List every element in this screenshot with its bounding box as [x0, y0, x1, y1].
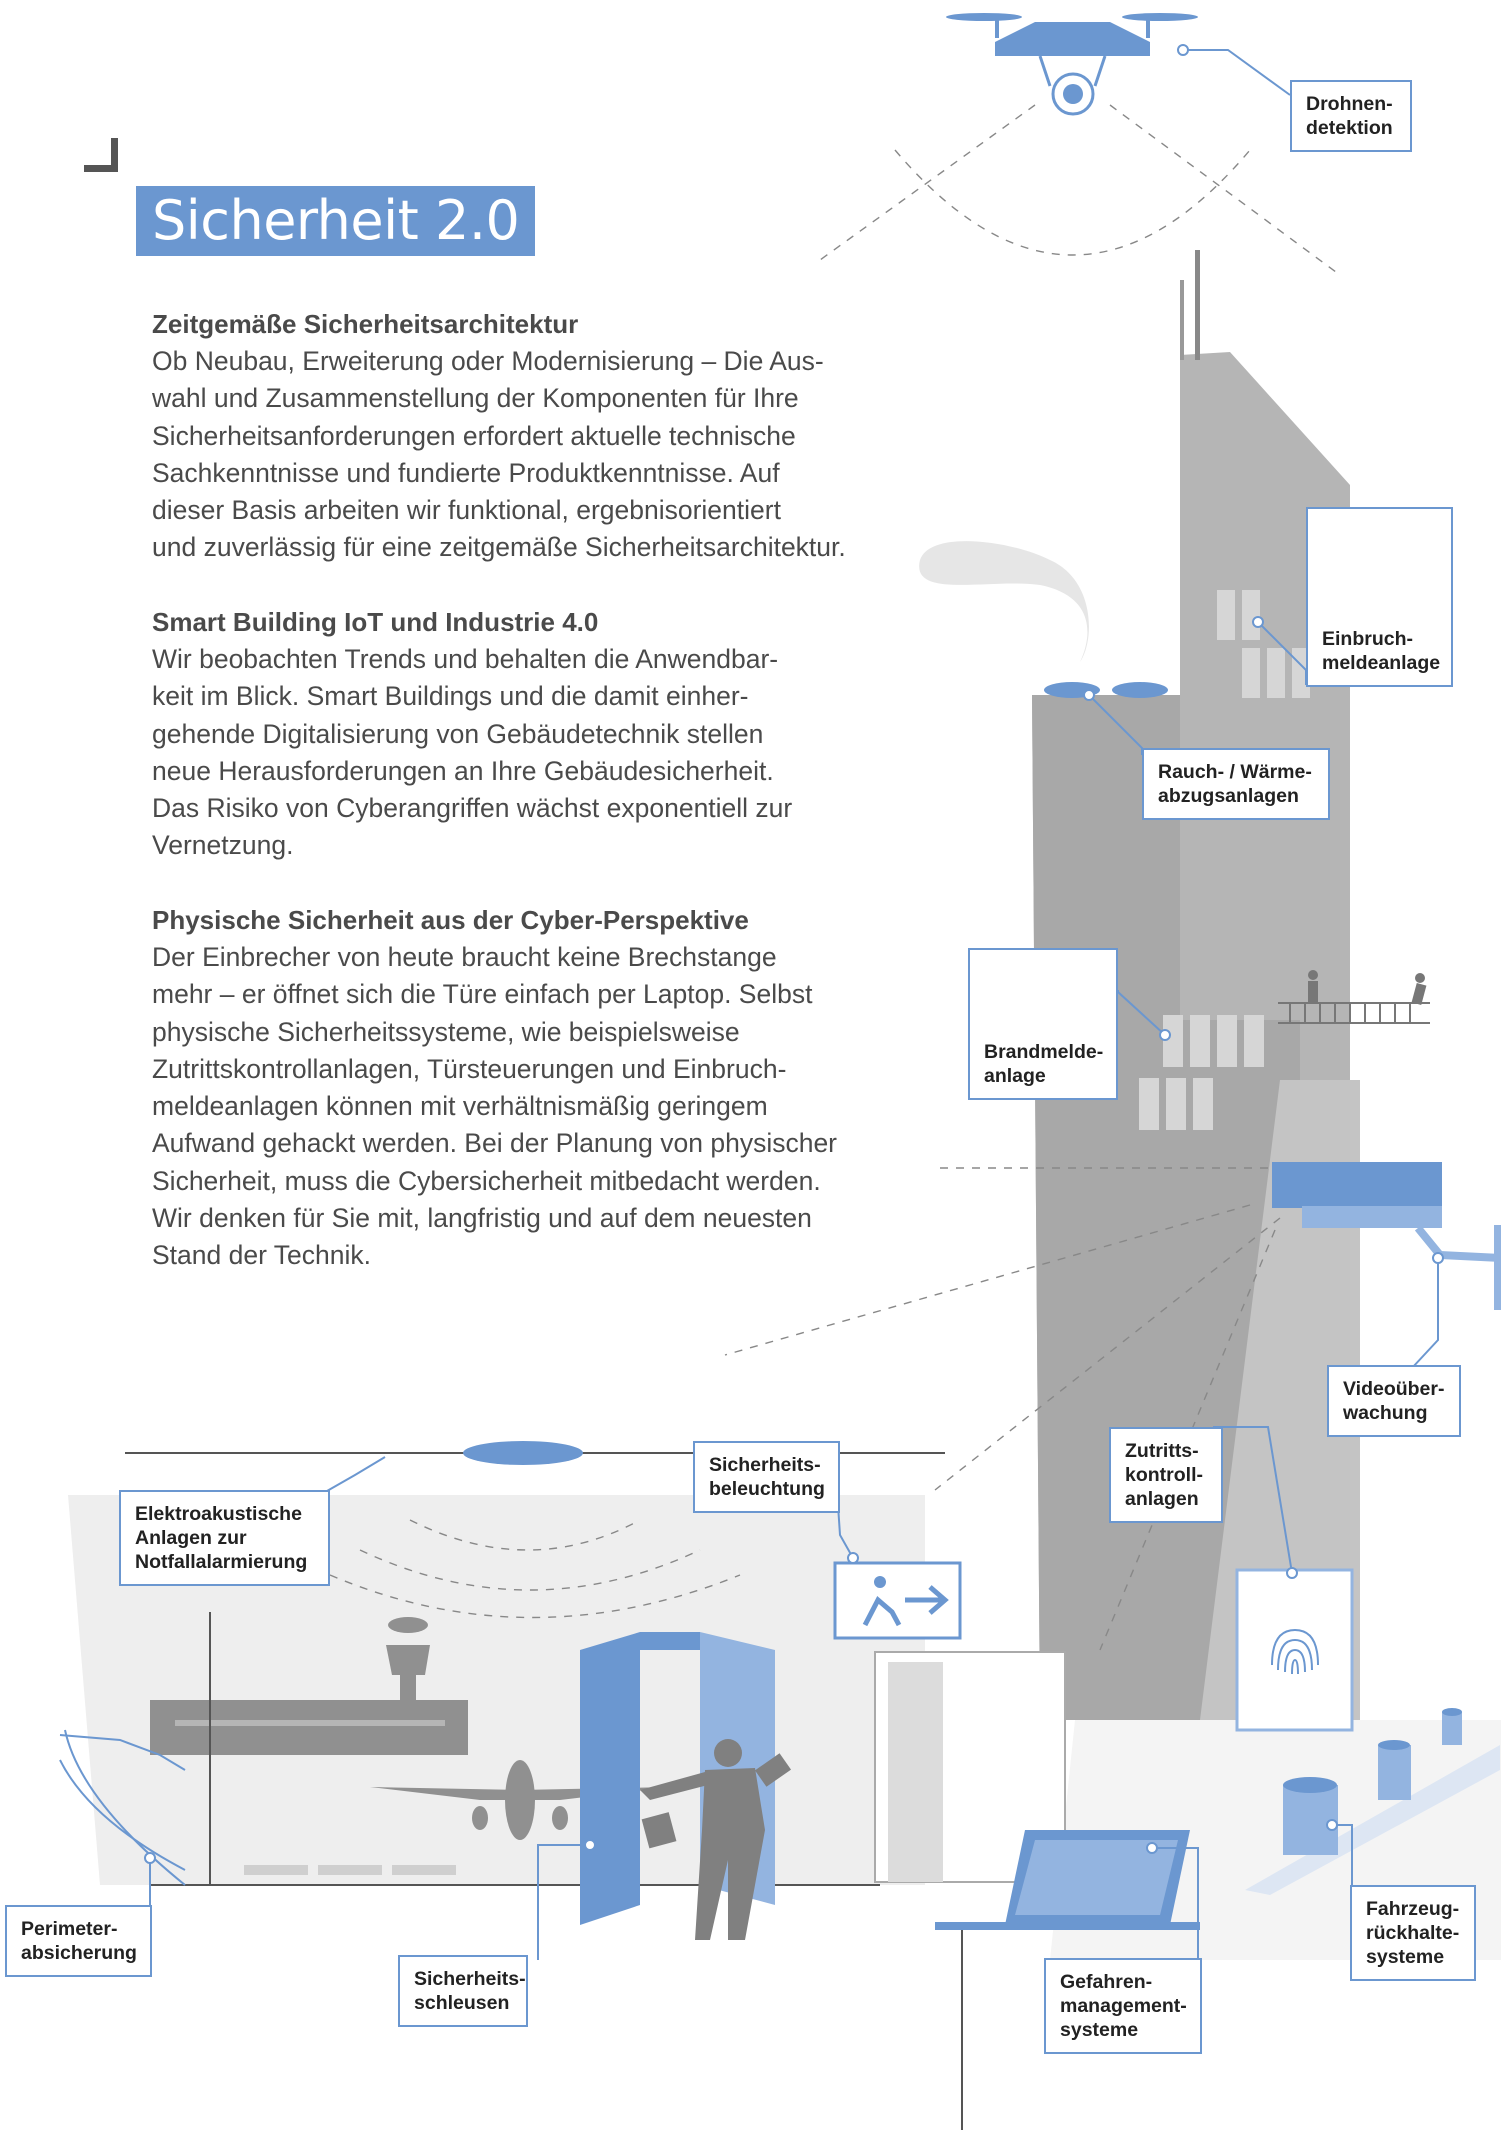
- section-heading: Smart Building IoT und Industrie 4.0: [152, 607, 599, 637]
- label-zutrittskontrollanlagen: Zutritts- kontroll- anlagen: [1109, 1427, 1223, 1523]
- label-sicherheitsschleusen: Sicherheits- schleusen: [398, 1955, 528, 2027]
- section-line: Der Einbrecher von heute braucht keine B…: [152, 942, 777, 972]
- label-gefahrenmanagementsysteme: Gefahren- management- systeme: [1044, 1958, 1202, 2054]
- airlock-frame: [640, 1632, 700, 1650]
- label-perimeterabsicherung: Perimeter- absicherung: [5, 1905, 152, 1977]
- section-line: Sicherheitsanforderungen erfordert aktue…: [152, 420, 796, 451]
- label-fahrzeugrueckhaltesysteme: Fahrzeug- rückhalte- systeme: [1350, 1885, 1476, 1981]
- vent-2: [1112, 682, 1168, 698]
- label-drohnendetektion: Drohnen- detektion: [1290, 80, 1412, 152]
- desk: [935, 1922, 1200, 1930]
- tower-base-light: [1200, 1080, 1360, 1720]
- perimeter-fence: [59, 1729, 186, 1886]
- section-line: dieser Basis arbeiten wir funktional, er…: [152, 495, 781, 526]
- section-line: keit im Blick. Smart Buildings und die d…: [152, 681, 749, 712]
- camera-lens-bar: [1302, 1206, 1442, 1228]
- benches: [244, 1865, 456, 1875]
- section-line: Zutrittskontrollanlagen, Türsteuerungen …: [152, 1053, 787, 1084]
- balcony-railing: [1278, 1002, 1430, 1024]
- antenna: [1195, 250, 1200, 360]
- exit-sign-symbol: [862, 1576, 949, 1627]
- section-line: neue Herausforderungen an Ihre Gebäudesi…: [152, 755, 774, 786]
- section-heading: Zeitgemäße Sicherheitsarchitektur: [152, 309, 579, 339]
- section-line: Sachkenntnisse und fundierte Produktkenn…: [152, 457, 780, 488]
- section-line: und zuverlässig für eine zeitgemäße Sich…: [152, 532, 846, 563]
- section-physical-security: Physische Sicherheit aus der Cyber-Persp…: [152, 902, 872, 1275]
- section-line: Vernetzung.: [152, 830, 294, 861]
- antenna-2: [1180, 280, 1184, 360]
- airlock-door-left: [580, 1632, 640, 1925]
- speaker-device: [463, 1441, 583, 1465]
- section-line: Wir denken für Sie mit, langfristig und …: [152, 1203, 812, 1234]
- section-line: mehr – er öffnet sich die Türe einfach p…: [152, 979, 813, 1010]
- section-smart-building: Smart Building IoT und Industrie 4.0 Wir…: [152, 604, 872, 865]
- person: [640, 1739, 792, 1940]
- label-sicherheitsbeleuchtung: Sicherheits- beleuchtung: [693, 1441, 840, 1513]
- balcony-people: [1308, 970, 1427, 1005]
- drone: [946, 13, 1198, 116]
- section-line: Sicherheit, muss die Cybersicherheit mit…: [152, 1165, 821, 1196]
- section-line: physische Sicherheitssysteme, wie beispi…: [152, 1016, 740, 1047]
- section-architecture: Zeitgemäße Sicherheitsarchitektur Ob Neu…: [152, 306, 872, 567]
- label-brandmeldeanlage: Brandmelde- anlage: [968, 948, 1118, 1100]
- label-rauch-waermeabzug: Rauch- / Wärme- abzugsanlagen: [1142, 748, 1330, 820]
- section-line: Das Risiko von Cyberangriffen wächst exp…: [152, 793, 793, 824]
- section-line: Aufwand gehackt werden. Bei der Planung …: [152, 1128, 838, 1159]
- section-line: Wir beobachten Trends und behalten die A…: [152, 644, 779, 674]
- bollard-platform: [1245, 1745, 1500, 1895]
- smoke-plume: [919, 541, 1089, 662]
- tower-windows: [1139, 590, 1310, 1130]
- drone-detection-lines: [819, 104, 1341, 276]
- label-elektroakustische-anlagen: Elektroakustische Anlagen zur Notfallala…: [119, 1490, 330, 1586]
- camera-mount: [1414, 1225, 1501, 1262]
- camera-housing: [1272, 1162, 1442, 1208]
- label-einbruchmeldeanlage: Einbruch- meldeanlage: [1306, 507, 1453, 687]
- page-title: Sicherheit 2.0: [136, 186, 536, 256]
- section-line: wahl und Zusammenstellung der Komponente…: [152, 383, 799, 414]
- corner-mark: [84, 138, 118, 172]
- section-line: Stand der Technik.: [152, 1240, 372, 1271]
- connector-dots: [144, 44, 1444, 1864]
- section-line: gehende Digitalisierung von Gebäudetechn…: [152, 718, 764, 749]
- label-videoueberwachung: Videoüber- wachung: [1327, 1365, 1461, 1437]
- section-heading: Physische Sicherheit aus der Cyber-Persp…: [152, 905, 749, 935]
- section-line: Ob Neubau, Erweiterung oder Modernisieru…: [152, 346, 824, 376]
- section-line: meldeanlagen können mit verhältnismäßig …: [152, 1091, 768, 1122]
- terminal: [150, 1700, 468, 1755]
- fingerprint-symbol: [1271, 1628, 1319, 1675]
